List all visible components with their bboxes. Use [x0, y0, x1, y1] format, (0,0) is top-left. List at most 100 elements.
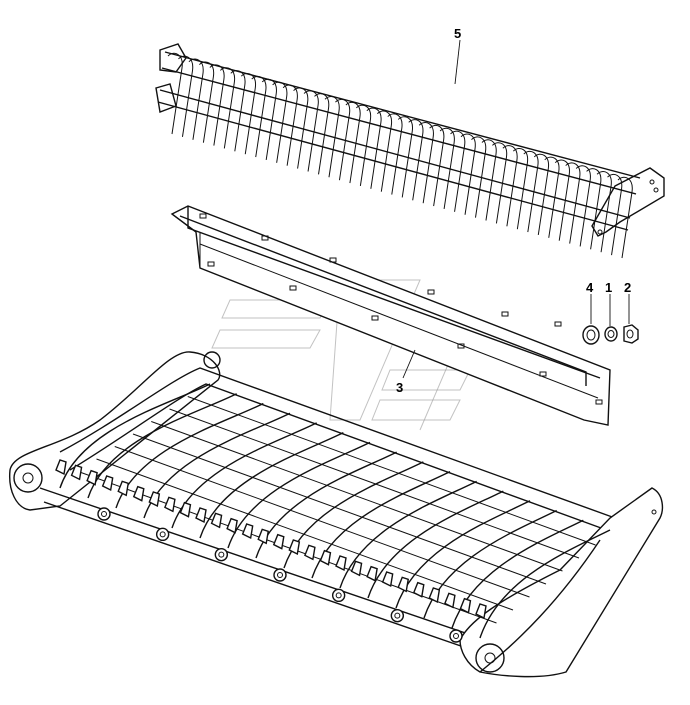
- comb-tine: [219, 67, 236, 149]
- comb-tine: [450, 130, 466, 212]
- comb-tine: [397, 116, 413, 198]
- comb-tine: [230, 70, 246, 152]
- grate-tooth: [475, 603, 487, 620]
- comb-tine: [376, 110, 393, 192]
- comb-tine: [345, 101, 361, 184]
- grate-rib: [367, 490, 504, 599]
- grate-rod: [78, 471, 497, 624]
- comb-tine: [575, 165, 591, 247]
- grate-tooth: [272, 533, 285, 550]
- comb-tine: [554, 159, 570, 241]
- grate-rod: [132, 433, 547, 585]
- grate-rib: [87, 393, 237, 499]
- grate-tooth: [101, 475, 114, 492]
- grate-tooth: [459, 597, 472, 614]
- comb-tine: [429, 124, 445, 207]
- lock-washer: [604, 326, 618, 342]
- comb-tine: [418, 122, 434, 204]
- grate-bolt: [97, 507, 111, 521]
- grate-bolt: [331, 588, 346, 603]
- comb-tine: [544, 156, 560, 238]
- grate-bolt: [273, 568, 287, 582]
- comb-tines: [167, 52, 633, 259]
- callout-leaders: [402, 39, 630, 379]
- comb-tine: [387, 113, 403, 195]
- comb-tine: [366, 107, 382, 189]
- comb-tine: [335, 99, 351, 181]
- grate-tooth: [412, 581, 425, 598]
- comb-tine: [439, 127, 455, 210]
- comb-tine: [502, 145, 518, 227]
- grate-bolt: [155, 527, 170, 542]
- comb-tine: [188, 58, 204, 140]
- grate-rod: [169, 408, 580, 559]
- grate-rib: [227, 441, 371, 549]
- callout-label-1: 1: [605, 280, 612, 295]
- comb-tine: [492, 142, 508, 224]
- grate-tooth: [148, 491, 161, 508]
- grate-tooth: [132, 485, 145, 502]
- grate-rib: [199, 432, 344, 539]
- grate-tooth: [428, 587, 441, 604]
- comb-tine: [324, 96, 340, 178]
- grate-bolt: [390, 608, 405, 623]
- grate-tooth: [381, 571, 394, 588]
- comb-tine: [523, 150, 539, 233]
- comb-tine: [199, 61, 215, 143]
- comb-tine: [314, 93, 330, 175]
- grate-tooth: [319, 549, 332, 566]
- grate-rod: [114, 446, 530, 598]
- grate-rod: [96, 458, 514, 611]
- comb-tine: [607, 173, 623, 256]
- grate-tooth: [397, 576, 410, 593]
- comb-tine: [293, 87, 309, 169]
- grate-rib: [339, 480, 477, 589]
- comb-tine: [596, 171, 612, 253]
- grate-tooth: [288, 539, 301, 556]
- comb-tine: [167, 52, 183, 135]
- plate-holes: [199, 213, 603, 405]
- grate-tooth: [86, 469, 98, 486]
- grate-rib: [479, 529, 611, 639]
- grate-bolt: [214, 547, 229, 562]
- comb-tine: [251, 75, 267, 158]
- grate-tooth: [210, 512, 223, 529]
- washer: [582, 325, 600, 345]
- cover-plate: [170, 205, 611, 426]
- grate-tooth: [443, 592, 456, 609]
- grate-rods: [78, 396, 596, 624]
- grate-bolts: [55, 459, 487, 643]
- grate-tooth: [350, 560, 363, 577]
- grate-rod: [187, 396, 596, 546]
- comb-tine: [408, 119, 424, 201]
- comb-tine: [261, 78, 277, 161]
- nut: [623, 324, 639, 344]
- grate-tooth: [195, 507, 207, 524]
- comb-tine: [209, 64, 225, 146]
- comb-tine: [282, 84, 298, 166]
- comb-tine: [481, 139, 497, 221]
- grate-tooth: [257, 528, 270, 545]
- comb-tine: [533, 153, 549, 236]
- comb-tine: [303, 90, 319, 172]
- callout-label-4: 4: [586, 280, 594, 295]
- concave-grate: [9, 351, 664, 678]
- grate-tooth: [117, 480, 130, 497]
- grate-bolt: [449, 629, 463, 643]
- grate-tooth: [55, 459, 67, 476]
- grate-tooth: [366, 565, 378, 582]
- comb-tine: [471, 136, 487, 218]
- comb-tine: [617, 176, 633, 259]
- watermark-logo: [211, 279, 471, 431]
- grate-tooth: [226, 517, 238, 534]
- comb-tine: [178, 55, 194, 137]
- grate-tooth: [163, 496, 176, 513]
- grate-tooth: [303, 544, 316, 561]
- grate-rib: [59, 383, 211, 489]
- comb-tine: [356, 104, 372, 186]
- comb-tine: [565, 162, 581, 244]
- comb-tine: [460, 133, 476, 215]
- grate-tooth: [70, 464, 83, 481]
- callout-label-2: 2: [624, 280, 631, 295]
